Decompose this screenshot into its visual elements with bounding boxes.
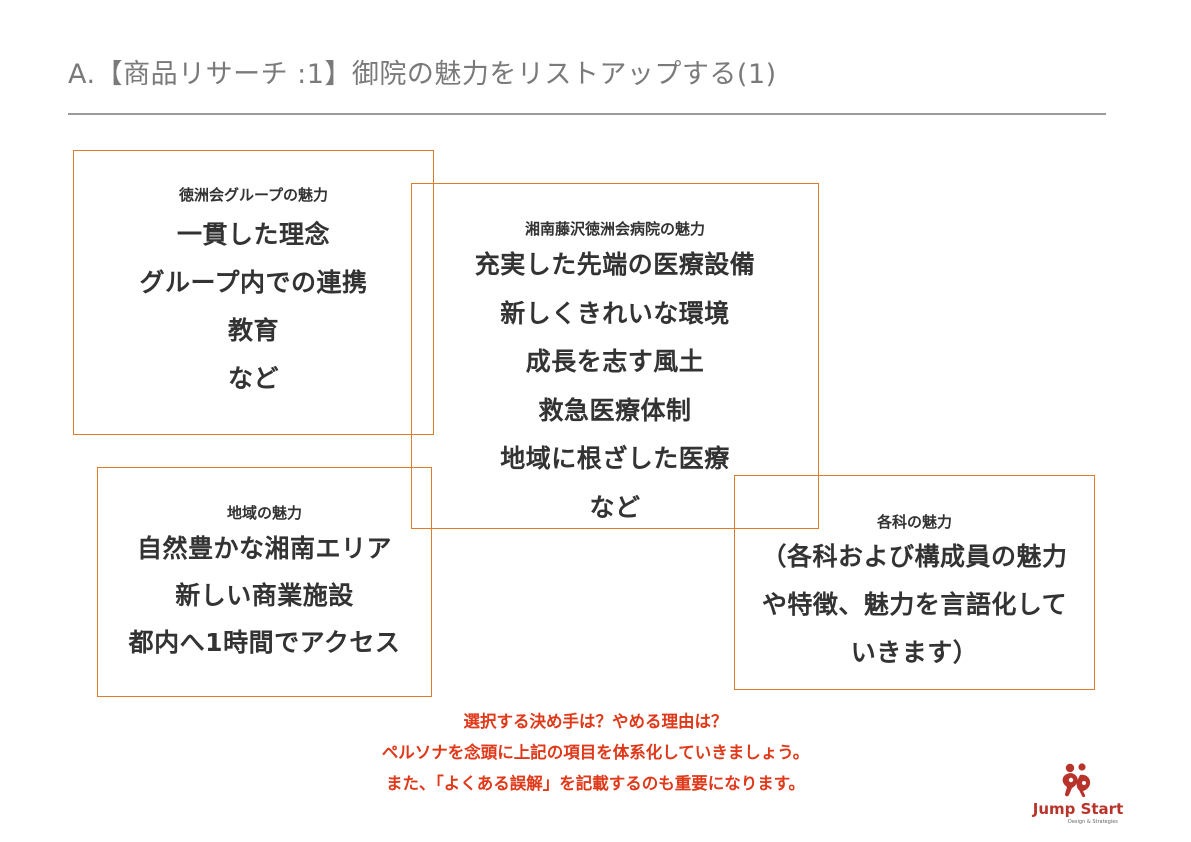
hospital-appeal-item: 新しくきれいな環境	[500, 298, 730, 328]
group-appeal-item: 教育	[227, 316, 279, 345]
region-appeal-heading: 地域の魅力	[226, 504, 302, 522]
hospital-appeal-item: など	[589, 492, 641, 522]
footer-line: 選択する決め手は？やめる理由は？	[463, 712, 728, 731]
region-appeal-item: 自然豊かな湘南エリア	[136, 534, 392, 563]
footer-message: 選択する決め手は？やめる理由は？ ペルソナを念頭に上記の項目を体系化していきまし…	[0, 706, 1191, 799]
jump-start-logo: Jump Start Design & Strategies	[1028, 762, 1128, 825]
hospital-appeal-box: 湘南藤沢徳洲会病院の魅力 充実した先端の医療設備 新しくきれいな環境 成長を志す…	[411, 183, 819, 529]
logo-wordmark: Jump Start	[1032, 800, 1124, 818]
department-appeal-heading: 各科の魅力	[876, 513, 952, 531]
jump-start-logo-mark-icon	[1062, 763, 1091, 798]
hospital-appeal-item: 地域に根ざした医療	[500, 444, 730, 473]
hospital-appeal-item: 充実した先端の医療設備	[474, 250, 756, 279]
region-appeal-item: 新しい商業施設	[175, 581, 354, 610]
group-appeal-box: 徳洲会グループの魅力 一貫した理念 グループ内での連携 教育 など	[73, 150, 434, 435]
footer-line: ペルソナを念頭に上記の項目を体系化していきましょう。	[381, 743, 810, 762]
group-appeal-item: 一貫した理念	[176, 220, 330, 249]
hospital-appeal-heading: 湘南藤沢徳洲会病院の魅力	[524, 220, 705, 238]
footer-line: また、「よくある誤解」を記載するのも重要になります。	[385, 774, 806, 793]
page-title: A.【商品リサーチ :1】御院の魅力をリストアップする(1)	[68, 59, 777, 90]
hospital-appeal-item: 救急医療体制	[538, 395, 692, 425]
department-appeal-item: や特徴、魅力を言語化して	[761, 590, 1068, 619]
title-divider	[68, 113, 1106, 115]
logo-tagline: Design & Strategies	[1068, 819, 1118, 825]
department-appeal-item: いきます）	[850, 638, 979, 667]
region-appeal-item: 都内へ1時間でアクセス	[128, 628, 401, 657]
group-appeal-item: など	[227, 364, 279, 393]
group-appeal-heading: 徳洲会グループの魅力	[178, 186, 329, 204]
group-appeal-item: グループ内での連携	[139, 268, 368, 297]
region-appeal-box: 地域の魅力 自然豊かな湘南エリア 新しい商業施設 都内へ1時間でアクセス	[97, 467, 432, 697]
hospital-appeal-item: 成長を志す風土	[525, 347, 705, 376]
department-appeal-item: （各科および構成員の魅力	[761, 542, 1068, 571]
department-appeal-box: 各科の魅力 （各科および構成員の魅力 や特徴、魅力を言語化して いきます）	[734, 475, 1095, 690]
